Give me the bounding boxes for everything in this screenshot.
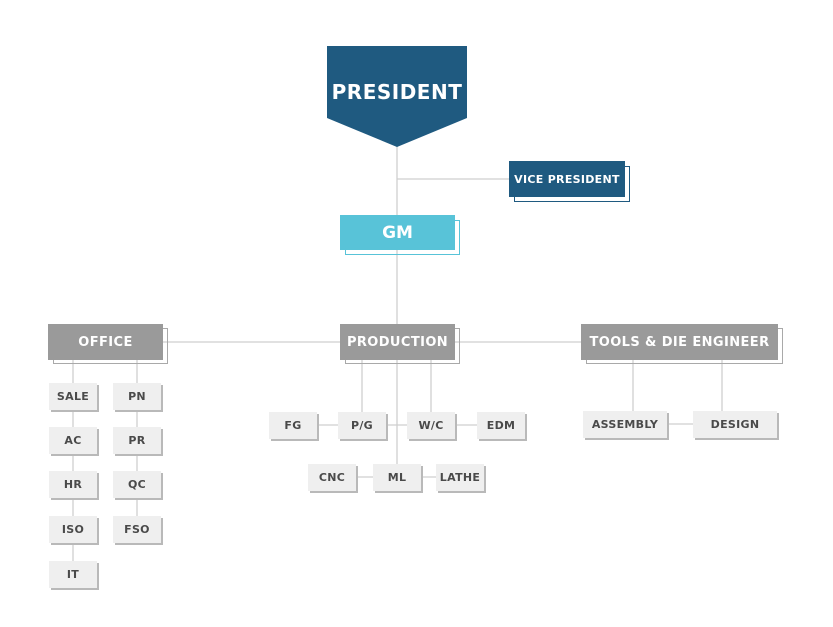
office-box: OFFICE	[48, 324, 163, 360]
office-unit-box: FSO	[113, 516, 161, 543]
production-unit-box: P/G	[338, 412, 386, 439]
tools-unit-box: ASSEMBLY	[583, 411, 667, 438]
office-unit-box: IT	[49, 561, 97, 588]
production-unit-box: ML	[373, 464, 421, 491]
production-unit-box: EDM	[477, 412, 525, 439]
vice-president-box: VICE PRESIDENT	[509, 161, 625, 197]
tools-die-engineer-box: TOOLS & DIE ENGINEER	[581, 324, 778, 360]
tools-unit-box: DESIGN	[693, 411, 777, 438]
production-unit-box: CNC	[308, 464, 356, 491]
production-unit-box: W/C	[407, 412, 455, 439]
office-unit-box: ISO	[49, 516, 97, 543]
gm-box: GM	[340, 215, 455, 250]
office-unit-box: HR	[49, 471, 97, 498]
production-unit-box: FG	[269, 412, 317, 439]
office-unit-box: SALE	[49, 383, 97, 410]
production-unit-box: LATHE	[436, 464, 484, 491]
production-box: PRODUCTION	[340, 324, 455, 360]
office-unit-box: PN	[113, 383, 161, 410]
office-unit-box: AC	[49, 427, 97, 454]
office-unit-box: PR	[113, 427, 161, 454]
president-label: PRESIDENT	[331, 80, 463, 104]
office-unit-box: QC	[113, 471, 161, 498]
